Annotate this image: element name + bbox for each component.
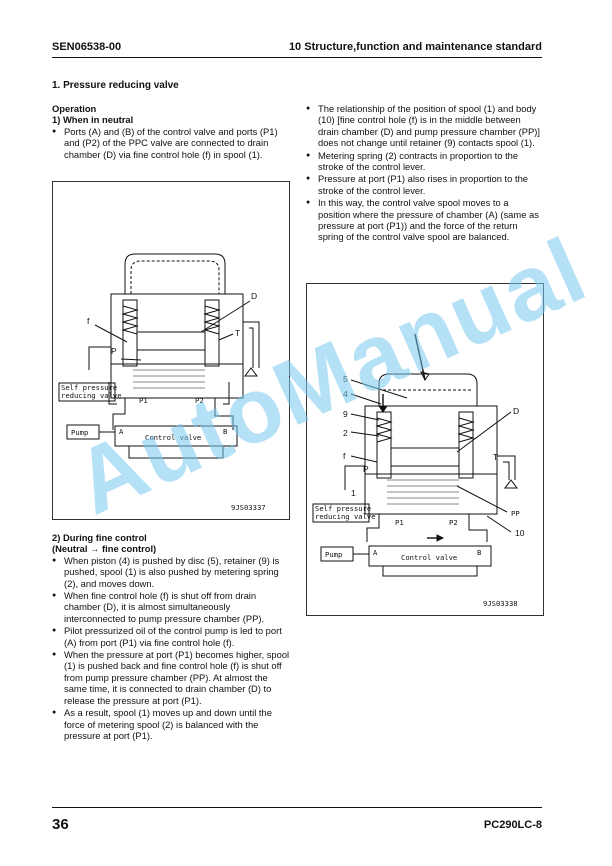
fig1-label-A: A [119,427,124,436]
neutral-bullet: Ports (A) and (B) of the control valve a… [52,126,290,160]
fine-control-bullet: As a result, spool (1) moves up and down… [52,707,290,741]
fig1-label-pump: Pump [71,428,88,437]
header-chapter-title: 10 Structure,function and maintenance st… [288,41,542,53]
fine-control-bullet: When piston (4) is pushed by disc (5), r… [52,555,290,589]
header-rule [52,57,542,58]
header-doc-code: SEN06538-00 [52,41,122,53]
section-title: 1. Pressure reducing valve [52,80,179,91]
fig2-label-5: 5 [343,374,348,384]
fig2-label-4: 4 [343,389,348,399]
fine-control-bullet: Pilot pressurized oil of the control pum… [52,625,290,648]
fig2-label-control-valve: Control valve [401,553,457,562]
fine-control-bullets: When piston (4) is pushed by disc (5), r… [52,555,290,742]
fig2-label-P2: P2 [449,518,458,527]
fig1-label-D: D [251,291,257,301]
fig2-label-T: T [493,452,498,462]
neutral-bullets: Ports (A) and (B) of the control valve a… [52,126,290,160]
fig1-label-f: f [87,316,90,326]
operation-heading: Operation [52,103,97,114]
fig2-label-pump: Pump [325,550,342,559]
fine-control-section: 2) During fine control (Neutral → fine c… [52,532,290,742]
fig2-label-P1: P1 [395,518,404,527]
fig2-label-A: A [373,548,378,557]
fig2-label-9: 9 [343,409,348,419]
fig2-label-B: B [477,548,481,557]
fig1-label-P2: P2 [195,396,204,405]
fig2-label-PP: PP [511,509,520,518]
fig2-label-f: f [343,451,346,461]
fine-control-bullet: When the pressure at port (P1) becomes h… [52,649,290,706]
fine-control-bullet: When fine control hole (f) is shut off f… [52,590,290,624]
fig1-label-control-valve: Control valve [145,433,201,442]
fig2-code: 9JS03338 [483,599,518,608]
page-number: 36 [52,816,69,833]
right-bullet: In this way, the control valve spool mov… [306,197,542,243]
fig2-label-reducing-valve: reducing valve [315,512,376,521]
fig1-label-P1: P1 [139,396,148,405]
figure-fine-control: 5 4 9 2 f P D T 1 Self pressure reducing… [306,283,544,616]
right-bullet: Pressure at port (P1) also rises in prop… [306,173,542,196]
fig2-label-self-pressure: Self pressure [315,504,371,513]
fig2-label-P: P [363,464,369,474]
footer-rule [52,807,542,808]
figure-neutral-diagram: D f P T Self pressure reducing valve P1 … [58,253,266,512]
right-column: The relationship of the position of spoo… [306,103,542,244]
fig2-label-D: D [513,406,519,416]
fine-control-subheading: 2) During fine control [52,532,147,543]
figure-neutral: D f P T Self pressure reducing valve P1 … [52,181,290,520]
fig2-label-10: 10 [515,528,525,538]
fig1-label-B: B [223,427,227,436]
right-bullet: The relationship of the position of spoo… [306,103,542,149]
left-column: Operation 1) When in neutral Ports (A) a… [52,103,290,161]
right-bullet: Metering spring (2) contracts in proport… [306,150,542,173]
fig1-label-self-pressure: Self pressure [61,383,117,392]
fine-control-note: (Neutral → fine control) [52,543,157,555]
fig2-label-2: 2 [343,428,348,438]
figure-fine-control-diagram: 5 4 9 2 f P D T 1 Self pressure reducing… [312,333,525,608]
fig1-label-reducing-valve: reducing valve [61,391,122,400]
fig1-code: 9JS03337 [231,503,266,512]
right-bullets: The relationship of the position of spoo… [306,103,542,243]
fig1-label-P: P [111,346,117,356]
fig2-label-1: 1 [351,488,356,498]
model-code: PC290LC-8 [483,819,542,831]
fig1-label-T: T [235,328,240,338]
neutral-subheading: 1) When in neutral [52,114,134,126]
